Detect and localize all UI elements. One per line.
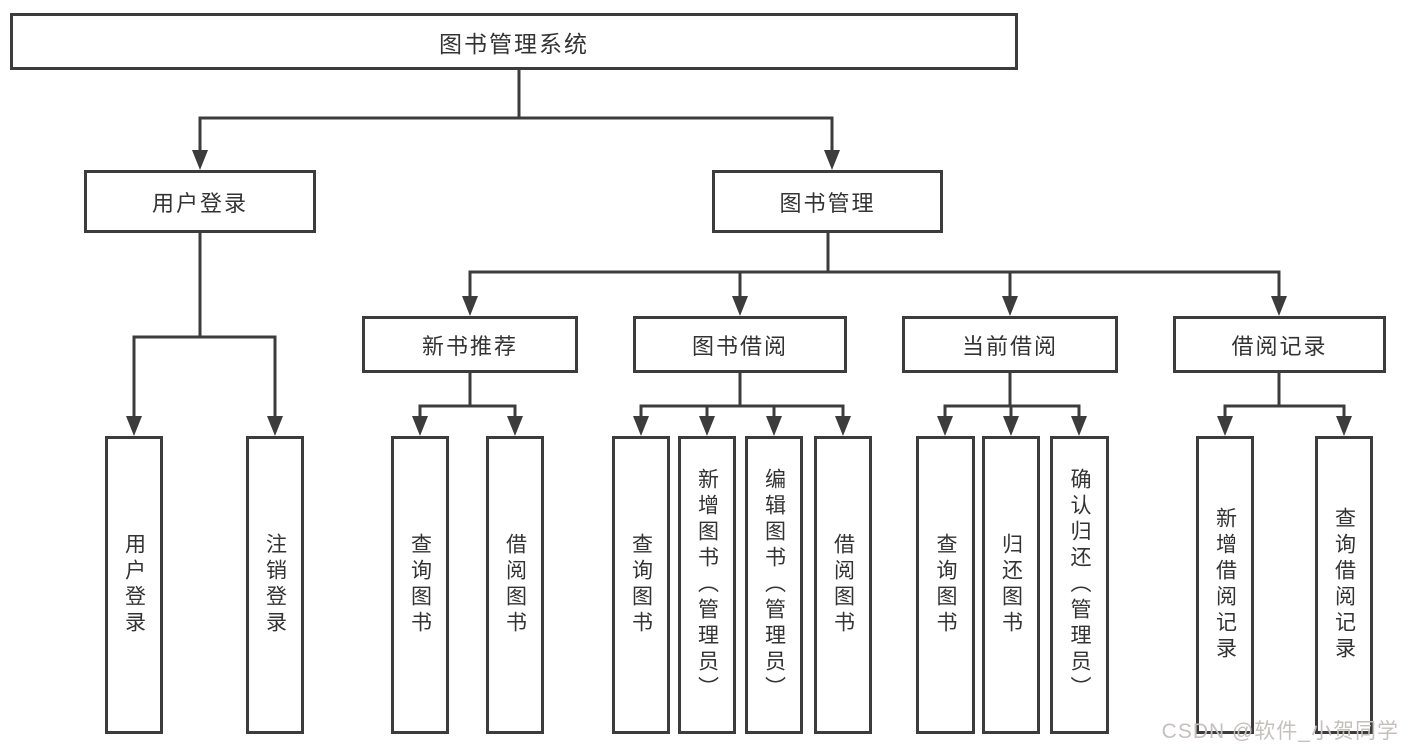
leaf-return-books: 归还图书 [982, 436, 1040, 734]
node-label: 图书借阅 [691, 333, 788, 359]
node-label: 借阅图书 [831, 533, 855, 637]
node-borrow-records: 借阅记录 [1173, 316, 1386, 373]
arrowheads [126, 150, 1352, 436]
leaf-confirm-return-admin: 确认归还（管理员） [1050, 436, 1109, 734]
connector-book-borrow-children [639, 371, 845, 420]
node-label: 新书推荐 [421, 333, 518, 359]
node-user-login: 用户登录 [84, 170, 316, 233]
node-library-management-system: 图书管理系统 [10, 13, 1018, 70]
node-book-management: 图书管理 [712, 170, 943, 233]
leaf-query-borrow-record: 查询借阅记录 [1315, 436, 1373, 734]
node-label: 借阅图书 [503, 533, 527, 637]
node-label: 查询借阅记录 [1332, 507, 1356, 663]
connector-new-book-recommend-children [418, 371, 517, 420]
leaf-borrow-books: 借阅图书 [814, 436, 872, 734]
leaf-query-books-current: 查询图书 [916, 436, 975, 734]
connector-user-login-children [132, 231, 277, 420]
node-label: 查询图书 [629, 533, 653, 637]
node-label: 当前借阅 [961, 333, 1058, 359]
leaf-query-books-recommend: 查询图书 [391, 436, 449, 734]
node-current-borrow: 当前借阅 [902, 316, 1118, 373]
node-label: 查询图书 [408, 533, 432, 637]
node-label: 新增借阅记录 [1213, 507, 1237, 663]
node-label: 注销登录 [263, 533, 287, 637]
leaf-borrow-books-recommend: 借阅图书 [486, 436, 544, 734]
node-label: 新增图书（管理员） [695, 468, 719, 702]
node-label: 图书管理系统 [439, 30, 589, 57]
node-label: 借阅记录 [1231, 333, 1328, 359]
csdn-watermark: CSDN @软件_小贺同学 [1161, 720, 1399, 743]
leaf-logout: 注销登录 [246, 436, 304, 734]
connector-current-borrow-children [943, 371, 1081, 420]
connector-root-to-level2 [198, 67, 834, 154]
leaf-add-borrow-record: 新增借阅记录 [1196, 436, 1254, 734]
node-label: 归还图书 [999, 533, 1023, 637]
leaf-add-books-admin: 新增图书（管理员） [678, 436, 736, 734]
node-label: 确认归还（管理员） [1068, 468, 1091, 702]
leaf-user-login: 用户登录 [105, 436, 163, 734]
node-label: 用户登录 [122, 533, 146, 637]
node-label: 用户登录 [151, 190, 248, 216]
connector-borrow-records-children [1223, 371, 1346, 420]
connector-book-management-children [468, 231, 1281, 300]
node-label: 图书管理 [779, 190, 876, 216]
node-label: 查询图书 [934, 533, 957, 637]
leaf-query-books-borrow: 查询图书 [612, 436, 670, 734]
node-label: 编辑图书（管理员） [762, 468, 786, 702]
node-new-book-recommend: 新书推荐 [362, 316, 578, 373]
node-book-borrow: 图书借阅 [633, 316, 847, 373]
leaf-edit-books-admin: 编辑图书（管理员） [745, 436, 803, 734]
